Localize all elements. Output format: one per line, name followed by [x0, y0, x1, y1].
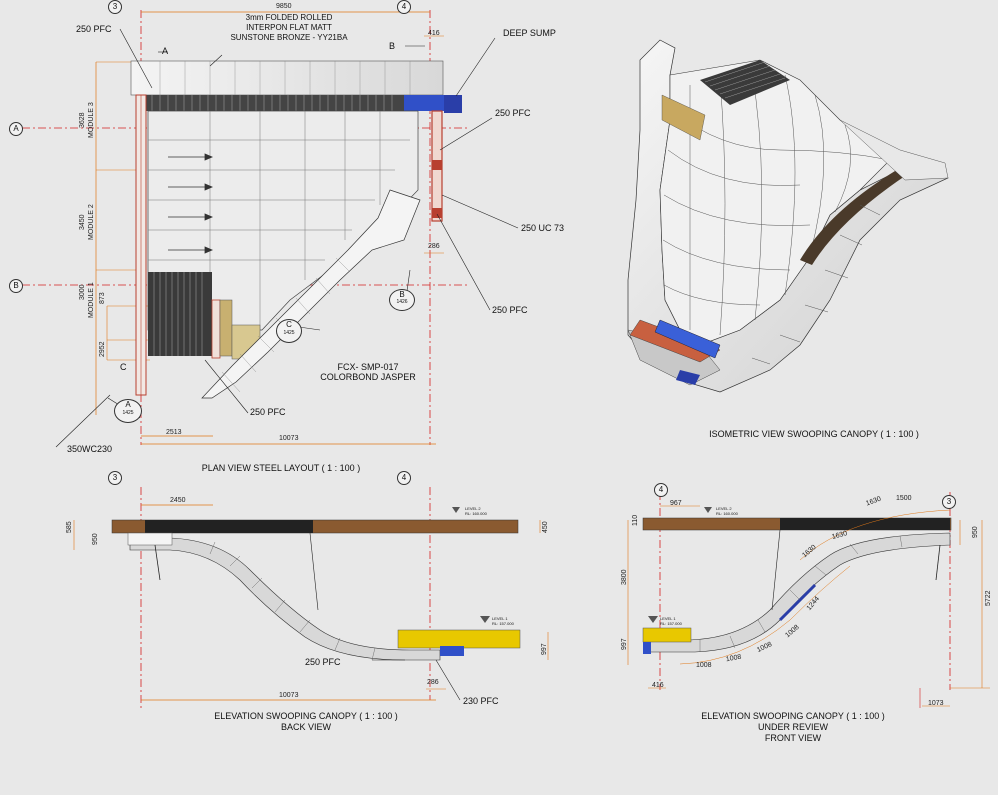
label-250pfc-bottom: 250 PFC	[250, 407, 286, 417]
dim-3628: 3628	[79, 112, 86, 128]
back-grid-bubble-3: 3	[108, 471, 122, 485]
module-1-label: MODULE 1	[88, 282, 95, 318]
front-elevation-title: ELEVATION SWOOPING CANOPY ( 1 : 100 ) UN…	[701, 711, 885, 743]
back-dim-2450: 2450	[170, 497, 186, 504]
grid-bubble-4: 4	[397, 0, 411, 14]
front-dim-967: 967	[670, 500, 682, 507]
back-level-1: LEVEL 1 RL: 157.000	[492, 616, 514, 626]
level-marker	[648, 616, 658, 623]
dim-3000: 3000	[79, 284, 86, 300]
isometric-view	[627, 39, 949, 393]
front-dim-997: 997	[621, 638, 628, 650]
back-dim-10073: 10073	[279, 692, 299, 699]
label-250pfc-lower-right: 250 PFC	[492, 305, 528, 315]
front-grid-bubble-4: 4	[654, 483, 668, 497]
section-marker-a: A 1425	[114, 399, 142, 423]
front-seg-2: 1500	[896, 495, 912, 502]
back-elevation	[73, 487, 549, 710]
level-marker	[704, 507, 712, 513]
grid-bubble-a: A	[9, 122, 23, 136]
isometric-view-title: ISOMETRIC VIEW SWOOPING CANOPY ( 1 : 100…	[709, 429, 919, 439]
front-dim-1073: 1073	[928, 700, 944, 707]
grid-bubble-3: 3	[108, 0, 122, 14]
front-dim-416: 416	[652, 682, 664, 689]
section-marker-c: C 1425	[276, 319, 302, 343]
front-elevation	[627, 492, 990, 708]
dim-2952: 2952	[99, 341, 106, 357]
dim-873: 873	[99, 292, 106, 304]
grid-bubble-b: B	[9, 279, 23, 293]
back-dim-450: 450	[542, 521, 549, 533]
label-c: C	[120, 362, 127, 372]
label-250uc73: 250 UC 73	[521, 223, 565, 233]
back-label-230pfc: 230 PFC	[463, 696, 499, 706]
front-grid-bubble-3: 3	[942, 495, 956, 509]
dim-286: 286	[428, 243, 440, 250]
level-marker	[452, 507, 460, 513]
section-b-label: B	[389, 41, 396, 51]
front-level-2: LEVEL 2 RL: 160.000	[716, 506, 738, 516]
front-level-1: LEVEL 1 RL: 157.000	[660, 616, 682, 626]
module-2-label: MODULE 2	[88, 204, 95, 240]
label-250pfc-top: 250 PFC	[76, 24, 112, 34]
front-dim-950: 950	[972, 526, 979, 538]
front-dim-3800: 3800	[621, 569, 628, 585]
back-label-250pfc: 250 PFC	[305, 657, 341, 667]
back-grid-bubble-4: 4	[397, 471, 411, 485]
back-dim-286: 286	[427, 679, 439, 686]
label-deep-sump: DEEP SUMP	[503, 28, 556, 38]
note-folded-rolled: 3mm FOLDED ROLLED INTERPON FLAT MATT SUN…	[230, 13, 348, 42]
section-a-label: A	[162, 46, 169, 56]
section-marker-b: B 1426	[389, 289, 415, 311]
label-250pfc-right: 250 PFC	[495, 108, 531, 118]
module-3-label: MODULE 3	[88, 102, 95, 138]
plan-view	[22, 10, 519, 448]
front-dim-110: 110	[632, 514, 639, 526]
front-dim-5722: 5722	[985, 590, 992, 606]
plan-view-title: PLAN VIEW STEEL LAYOUT ( 1 : 100 )	[201, 463, 361, 473]
back-elevation-title: ELEVATION SWOOPING CANOPY ( 1 : 100 ) BA…	[214, 711, 398, 732]
dim-416: 416	[428, 30, 440, 37]
back-dim-997: 997	[541, 643, 548, 655]
dim-10073: 10073	[279, 435, 299, 442]
level-marker	[480, 616, 490, 623]
label-350wc230: 350WC230	[67, 444, 113, 454]
back-level-2: LEVEL 2 RL: 160.000	[465, 506, 487, 516]
front-seg-9: 1008	[696, 662, 712, 669]
dim-9850: 9850	[276, 3, 292, 10]
dim-3450: 3450	[79, 214, 86, 230]
dim-2513: 2513	[166, 429, 182, 436]
back-dim-585: 585	[66, 521, 73, 533]
back-dim-950: 950	[92, 533, 99, 545]
note-colorbond: FCX- SMP-017 COLORBOND JASPER	[320, 362, 416, 382]
